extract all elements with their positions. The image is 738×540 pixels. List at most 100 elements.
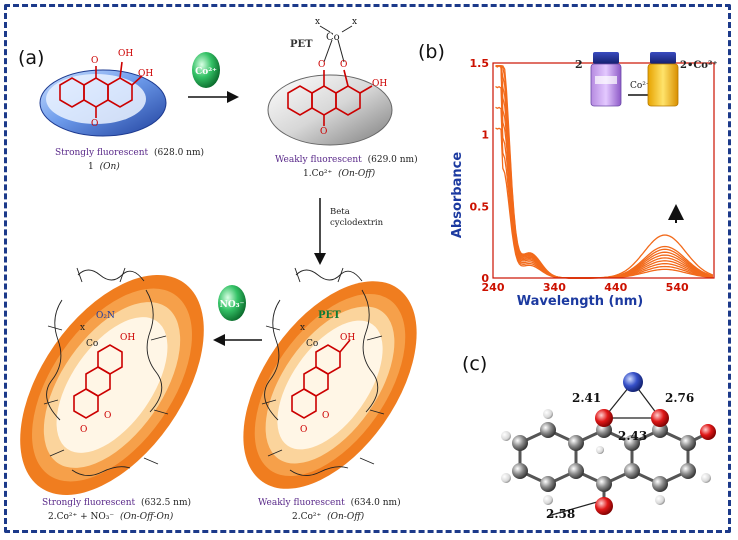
- vial-left-label: 2: [575, 58, 583, 71]
- distance-3: 2.43: [618, 429, 647, 443]
- y-tick-1: 0.5: [470, 200, 490, 213]
- panel-label-b: (b): [418, 41, 445, 63]
- svg-text:Co: Co: [306, 339, 318, 349]
- molecule-1-caption: Strongly fluorescent: [55, 148, 149, 158]
- svg-text:Strongly fluorescent (63: Strongly fluorescent (632.5 nm): [42, 497, 191, 508]
- svg-text:O: O: [300, 425, 307, 435]
- anthraquinone-structure-4: [73, 344, 123, 419]
- svg-text:O: O: [340, 60, 347, 70]
- anthraquinone-structure-2: [287, 39, 373, 126]
- blue-disk-highlight: [46, 74, 146, 124]
- complex-no3-caption: Strongly fluorescent: [42, 498, 136, 508]
- cyclodextrin-ring-left: [43, 267, 169, 476]
- svg-text:2.Co²⁺ + NO₃⁻ (On-Off-On: 2.Co²⁺ + NO₃⁻ (On-Off-On): [48, 511, 174, 522]
- molecule-1co-label: 1.Co²⁺: [303, 169, 332, 179]
- svg-text:x: x: [300, 323, 305, 333]
- molecule-1-co-group: PET x x Co O O OH O Weakly fluorescent (…: [267, 17, 418, 179]
- spectrum-line-9: [495, 65, 714, 279]
- svg-text:OH: OH: [120, 333, 135, 343]
- svg-text:Strongly fluorescent (62: Strongly fluorescent (628.0 nm): [55, 147, 204, 158]
- cobalt-center-label: Co: [326, 32, 340, 43]
- complex-no3-wavelength: (632.5 nm): [141, 497, 191, 508]
- oh-label-side: OH: [138, 69, 153, 79]
- nitrate-reagent-step: NO₃⁻: [213, 285, 262, 346]
- svg-text:x: x: [80, 323, 85, 333]
- molecule-1co-wavelength: (629.0 nm): [368, 154, 418, 165]
- svg-text:O: O: [320, 127, 327, 137]
- x-tick-0: 240: [482, 281, 505, 294]
- spectrum-line-2: [495, 85, 713, 279]
- molecule-1co-state: (On-Off): [338, 168, 375, 179]
- complex-no3-label: 2.Co²⁺ + NO₃⁻: [48, 512, 114, 522]
- svg-text:Weakly fluorescent (629.: Weakly fluorescent (629.0 nm): [275, 154, 418, 165]
- molecule-1-label: 1: [88, 162, 94, 172]
- cobalt-ion-label: Co²⁺: [195, 67, 217, 77]
- molecule-1co-caption: Weakly fluorescent: [275, 155, 362, 165]
- x-tick-1: 340: [543, 281, 566, 294]
- cobalt-atom: [623, 372, 643, 392]
- o2n-label: O₂N: [96, 311, 115, 321]
- vial-inset: 2 Co²⁺ 2•Co²⁺: [575, 52, 718, 107]
- molecule-1-group: O O OH OH Strongly fluorescent (628.0 nm…: [39, 49, 204, 172]
- svg-text:1.Co²⁺ (On-Off): 1.Co²⁺ (On-Off): [303, 168, 376, 179]
- svg-text:O: O: [322, 411, 329, 421]
- y-tick-0: 0: [481, 272, 489, 285]
- y-tick-2: 1: [481, 129, 489, 142]
- x-axis-label: Wavelength (nm): [517, 294, 643, 309]
- beta-cyclodextrin-step: Beta cyclodextrin: [314, 198, 384, 265]
- distance-1: 2.41: [572, 391, 601, 405]
- y-tick-3: 1.5: [470, 57, 490, 70]
- vial-left-cap: [593, 52, 619, 64]
- distance-4: 2.58: [546, 507, 575, 521]
- svg-text:Co: Co: [86, 339, 98, 349]
- vial-right-label: 2•Co²⁺: [680, 60, 718, 71]
- cobalt-ion-ball: [192, 52, 220, 88]
- complex-2co-label: 2.Co²⁺: [292, 512, 321, 522]
- vial-arrow-label: Co²⁺: [630, 81, 651, 91]
- svg-text:O: O: [104, 411, 111, 421]
- panel-label-a: (a): [18, 47, 44, 69]
- complex-2co-group: PET x Co OH O O Weakly fluorescent (634.…: [243, 267, 417, 522]
- anthraquinone-structure-3: [291, 339, 351, 419]
- vial-right-cap: [650, 52, 676, 64]
- complex-2co-wavelength: (634.0 nm): [351, 497, 401, 508]
- anthraquinone-structure-1: [59, 61, 143, 118]
- svg-text:O: O: [91, 56, 98, 66]
- complex-no3-group: O₂N x Co OH O O Strongly fluorescent (63…: [20, 267, 204, 522]
- svg-text:1 (On): 1 (On): [88, 161, 120, 172]
- pet-label-2: PET: [318, 310, 341, 321]
- cobalt-reagent-step: Co²⁺: [188, 52, 239, 103]
- svg-text:x: x: [315, 17, 320, 27]
- molecule-1-state: (On): [100, 161, 121, 172]
- complex-no3-state: (On-Off-On): [120, 511, 174, 522]
- svg-text:OH: OH: [372, 79, 387, 89]
- nitrate-ion-ball: [218, 285, 246, 321]
- beta-label-2: cyclodextrin: [330, 218, 384, 228]
- svg-text:O: O: [318, 60, 325, 70]
- oxygen-atoms: [595, 409, 716, 515]
- x-tick-3: 540: [666, 281, 689, 294]
- vial-left-body: [590, 63, 622, 107]
- svg-text:Weakly fluorescent (634.: Weakly fluorescent (634.0 nm): [258, 497, 401, 508]
- oh-label-top: OH: [118, 49, 133, 59]
- complex-2co-state: (On-Off): [327, 511, 364, 522]
- y-axis-label: Absorbance: [450, 152, 465, 238]
- beta-label-1: Beta: [330, 207, 350, 217]
- cyclodextrin-ring-right: [261, 267, 385, 476]
- svg-text:O: O: [91, 119, 98, 129]
- figure-border: [4, 4, 731, 533]
- molecule-1-wavelength: (628.0 nm): [154, 147, 204, 158]
- svg-text:2.Co²⁺ (On-Off): 2.Co²⁺ (On-Off): [292, 511, 365, 522]
- complex-2co-caption: Weakly fluorescent: [258, 498, 345, 508]
- dft-structure: 2.41 2.76 2.43 2.58: [501, 372, 716, 521]
- nitrate-ion-label: NO₃⁻: [220, 300, 245, 310]
- vial-right-body: [647, 63, 679, 107]
- svg-text:OH: OH: [340, 333, 355, 343]
- svg-text:x: x: [352, 17, 357, 27]
- distance-2: 2.76: [665, 391, 694, 405]
- pet-label-1: PET: [290, 39, 313, 50]
